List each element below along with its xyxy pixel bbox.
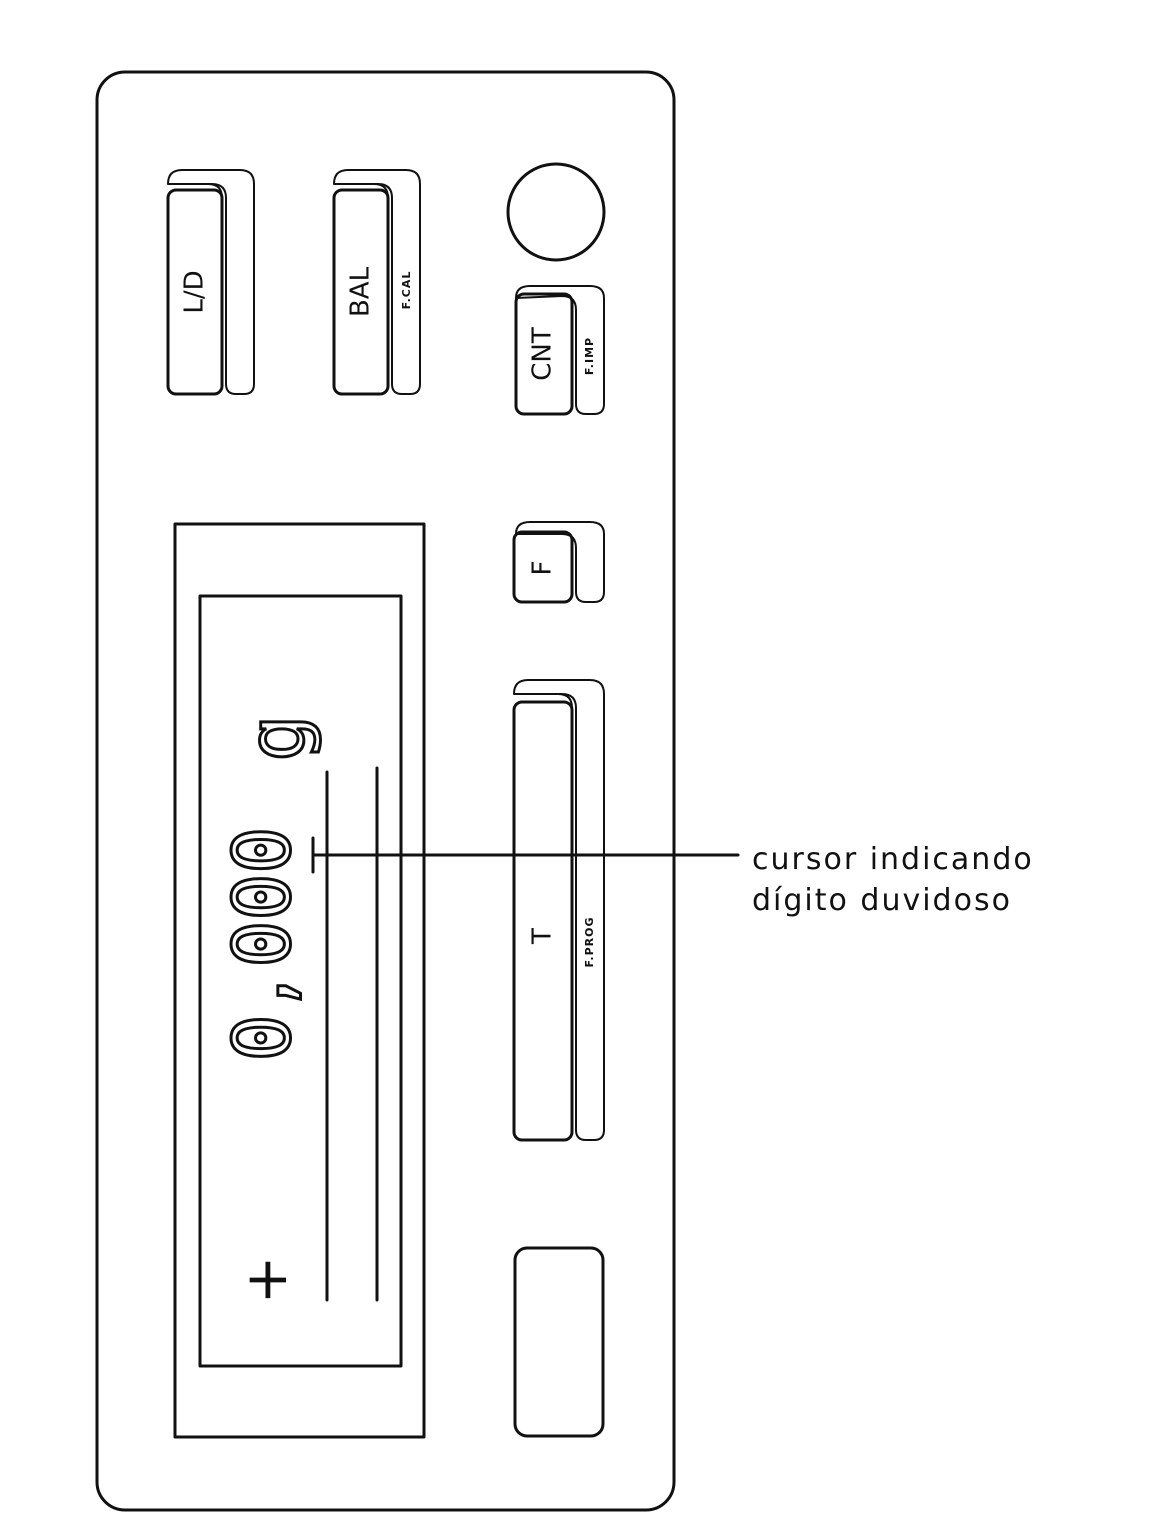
bal-key-label: BAL bbox=[346, 266, 376, 317]
f-key[interactable]: F bbox=[512, 521, 605, 604]
cnt-key-secondary-label: F.IMP bbox=[583, 337, 596, 375]
t-key-label: T bbox=[528, 928, 558, 945]
cnt-key-label: CNT bbox=[528, 327, 558, 381]
bal-key[interactable]: BAL F.CAL bbox=[332, 169, 421, 396]
display-unit: g bbox=[232, 715, 322, 762]
annotation-line-2: dígito duvidoso bbox=[752, 883, 1012, 918]
blank-key[interactable] bbox=[513, 1246, 605, 1438]
display-reading: 0,000 bbox=[218, 827, 308, 1062]
display-window bbox=[198, 594, 403, 1368]
cnt-key[interactable]: CNT F.IMP bbox=[514, 285, 605, 416]
display-sign: + bbox=[232, 1256, 300, 1305]
t-key-secondary-label: F.PROG bbox=[583, 917, 596, 968]
display-housing bbox=[173, 522, 426, 1439]
panel-outline bbox=[95, 70, 676, 1512]
ld-key[interactable]: L/D bbox=[166, 169, 255, 396]
t-key[interactable]: T F.PROG bbox=[512, 679, 605, 1142]
ld-key-label: L/D bbox=[180, 270, 210, 313]
bal-key-secondary-label: F.CAL bbox=[400, 271, 413, 310]
annotation-line-1: cursor indicando bbox=[752, 842, 1034, 877]
f-key-label: F bbox=[528, 561, 558, 576]
round-indicator bbox=[506, 162, 606, 262]
